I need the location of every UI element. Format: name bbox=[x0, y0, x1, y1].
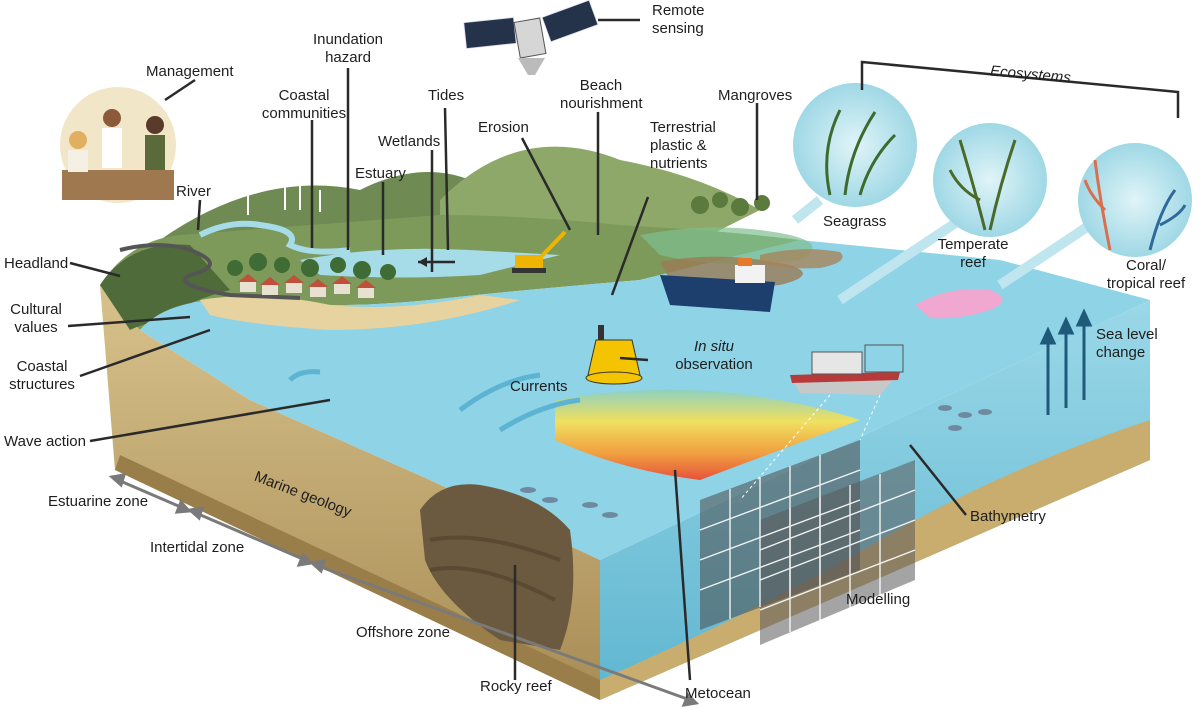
hill-right bbox=[440, 146, 760, 240]
ecosystem-circles bbox=[791, 83, 1192, 305]
projection-lines bbox=[739, 394, 881, 501]
rocky-reef bbox=[420, 484, 574, 650]
management-illustration bbox=[60, 87, 176, 203]
ecosystems-bracket bbox=[860, 60, 1180, 118]
label-seagrass: Seagrass bbox=[823, 213, 887, 230]
label-wave-action: Wave action bbox=[4, 433, 86, 450]
trees bbox=[227, 253, 396, 280]
wind-turbines bbox=[229, 139, 321, 215]
label-estuary: Estuary bbox=[355, 165, 406, 182]
label-wetlands: Wetlands bbox=[378, 133, 441, 150]
label-erosion: Erosion bbox=[478, 119, 529, 136]
label-metocean: Metocean bbox=[685, 685, 751, 702]
label-coral-reef: Coral/tropical reef bbox=[1106, 257, 1186, 292]
seagrass-circle bbox=[793, 83, 917, 207]
leader-lines bbox=[67, 18, 967, 681]
label-river: River bbox=[176, 183, 212, 200]
sand-patch bbox=[760, 249, 843, 269]
coastal-houses bbox=[238, 274, 376, 298]
label-rocky-reef: Rocky reef bbox=[480, 678, 552, 695]
label-mangroves: Mangroves bbox=[718, 87, 793, 104]
label-estuarine-zone: Estuarine zone bbox=[48, 493, 149, 510]
observation-buoy bbox=[585, 325, 643, 385]
label-tides: Tides bbox=[428, 87, 465, 104]
coral-patch bbox=[915, 289, 1003, 319]
satellite bbox=[463, 0, 599, 75]
excavator bbox=[512, 230, 567, 273]
modelling-grids bbox=[699, 440, 916, 645]
label-currents: Currents bbox=[510, 378, 568, 395]
label-intertidal-zone: Intertidal zone bbox=[150, 539, 245, 556]
sediment-base-layer bbox=[115, 455, 600, 700]
tides-arrowhead bbox=[418, 257, 427, 267]
current-arrows bbox=[288, 369, 581, 433]
fish-school bbox=[520, 405, 992, 518]
research-vessel bbox=[790, 344, 904, 395]
label-management: Management bbox=[146, 63, 234, 80]
river-channel bbox=[198, 220, 351, 255]
sea-level-arrows bbox=[1039, 308, 1093, 415]
label-bathymetry: Bathymetry bbox=[970, 508, 1046, 525]
coastal-road bbox=[119, 243, 301, 300]
label-offshore-zone: Offshore zone bbox=[356, 624, 450, 641]
rock-strata bbox=[429, 535, 561, 602]
metocean-gradient bbox=[555, 389, 860, 480]
mangrove-trees bbox=[691, 192, 770, 216]
zone-arrows bbox=[108, 473, 700, 707]
label-headland: Headland bbox=[4, 255, 69, 272]
cargo-ship bbox=[660, 258, 775, 312]
beach bbox=[200, 295, 520, 330]
headland-area bbox=[100, 244, 230, 330]
temperate-reef-circle bbox=[933, 123, 1047, 237]
label-modelling: Modelling bbox=[846, 591, 911, 608]
